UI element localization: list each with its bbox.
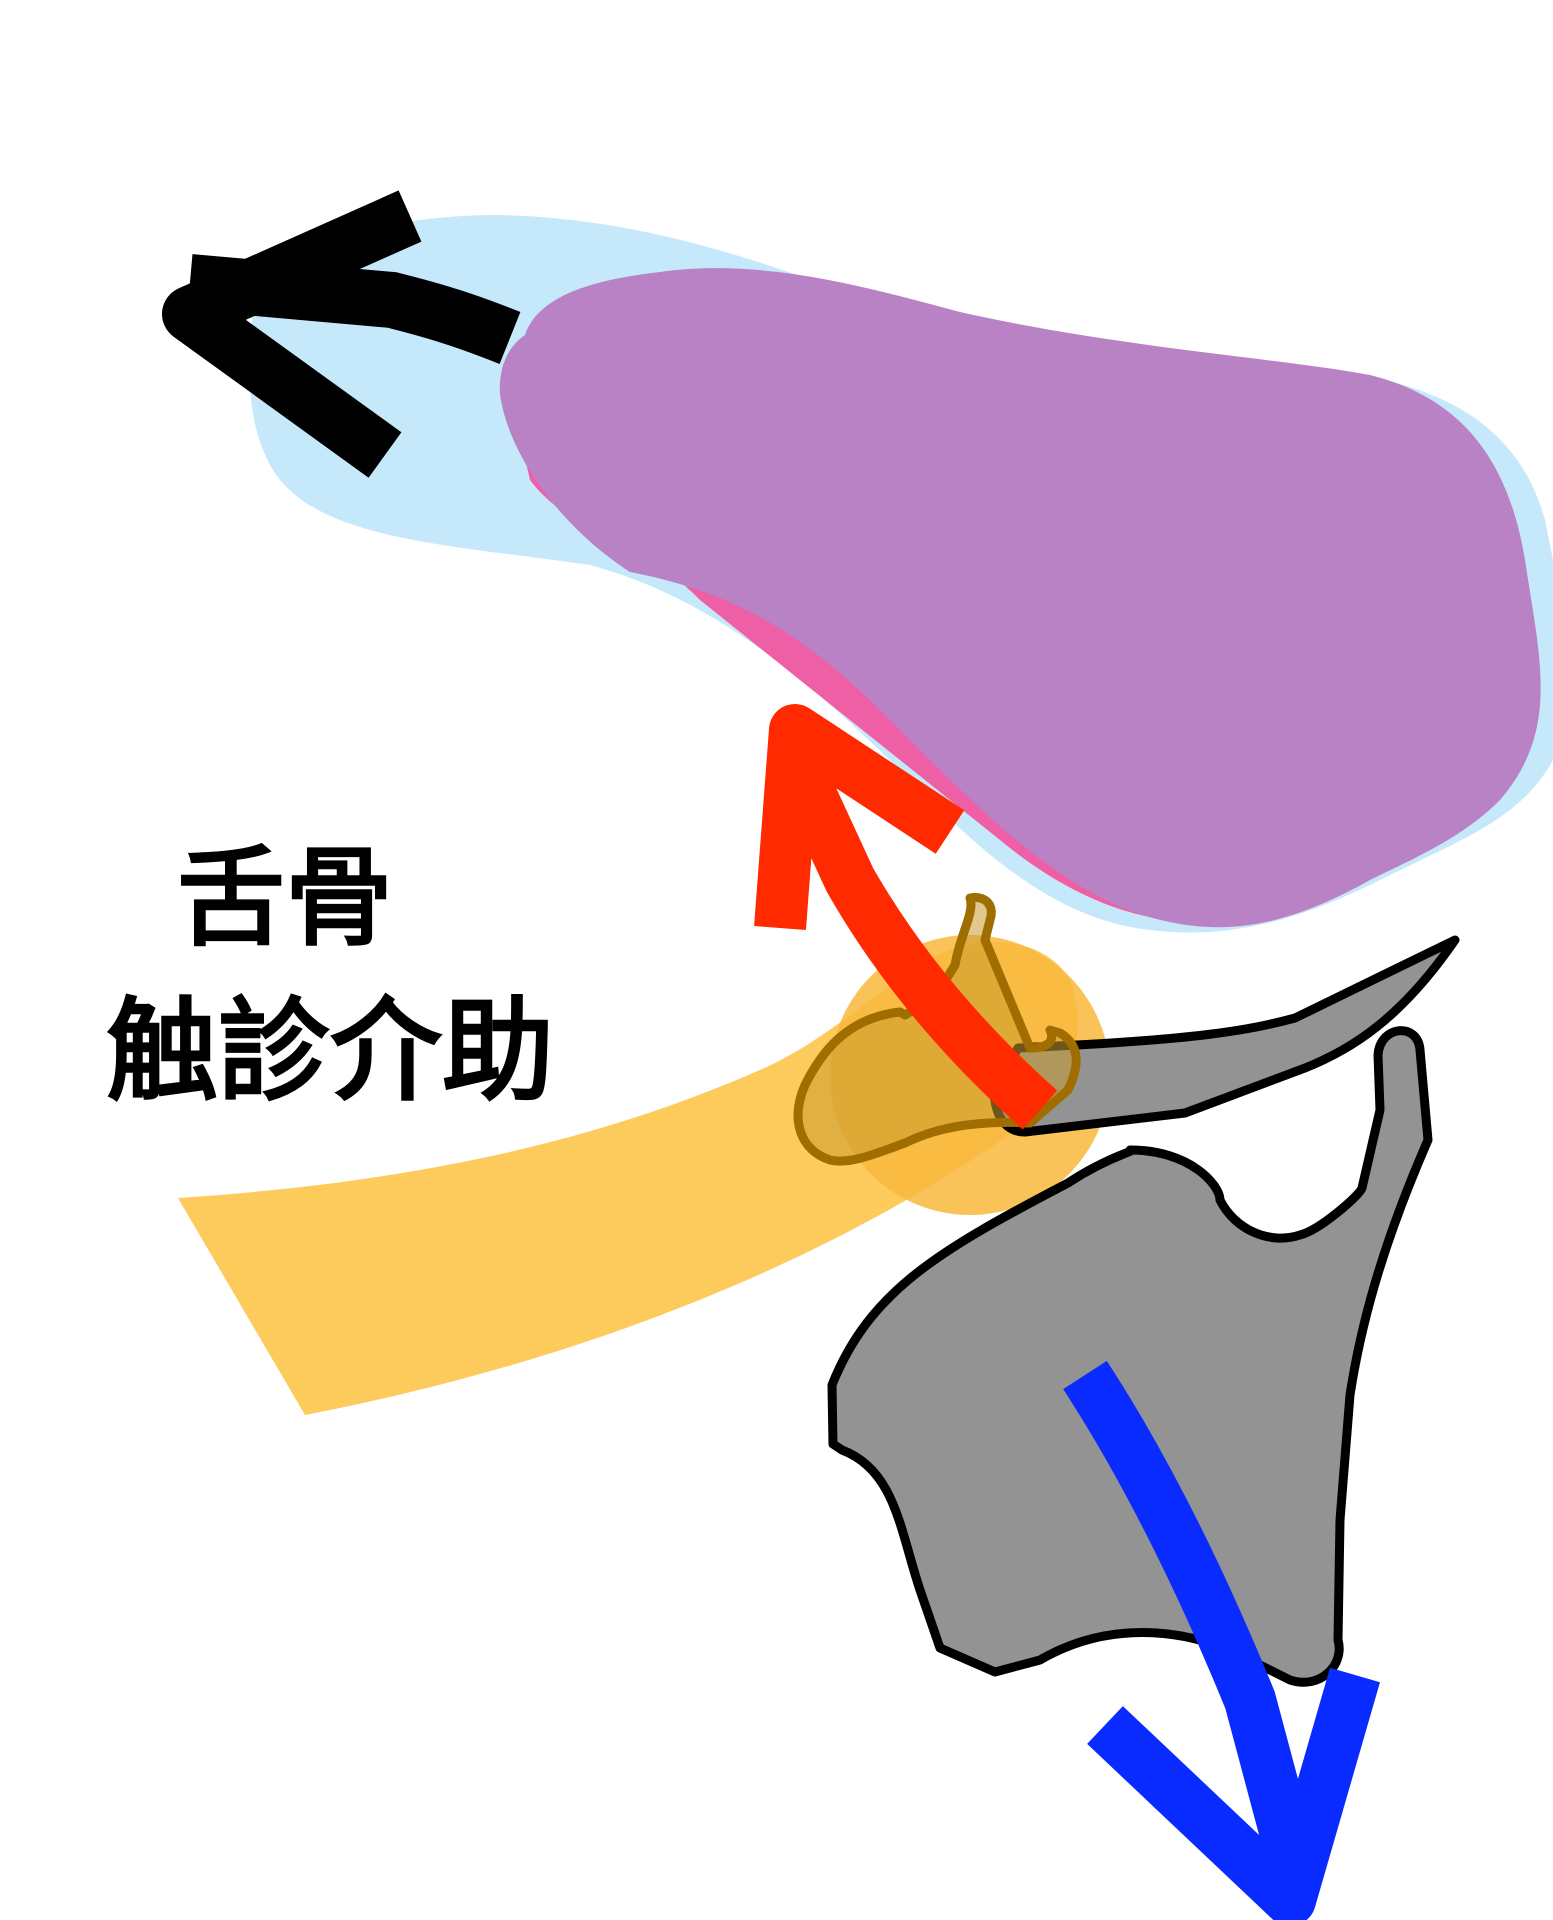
black-arrow-head [162, 190, 422, 478]
black-arrow [162, 190, 521, 478]
purple-region [499, 268, 1541, 928]
blue-arrow-head [1087, 1667, 1380, 1920]
red-arrow-shaft [766, 739, 1058, 1130]
red-arrow [754, 704, 1058, 1130]
label-line-2: 触診介助 [106, 987, 554, 1117]
label-line-1: 舌骨 [177, 836, 393, 961]
blue-arrow-shaft [1063, 1360, 1316, 1857]
thyroid-cartilage [827, 1026, 1433, 1687]
hyoid-bone [989, 935, 1460, 1137]
blue-arrow [1063, 1360, 1380, 1920]
red-arrow-head [754, 704, 965, 930]
black-arrow-shaft [187, 254, 521, 364]
